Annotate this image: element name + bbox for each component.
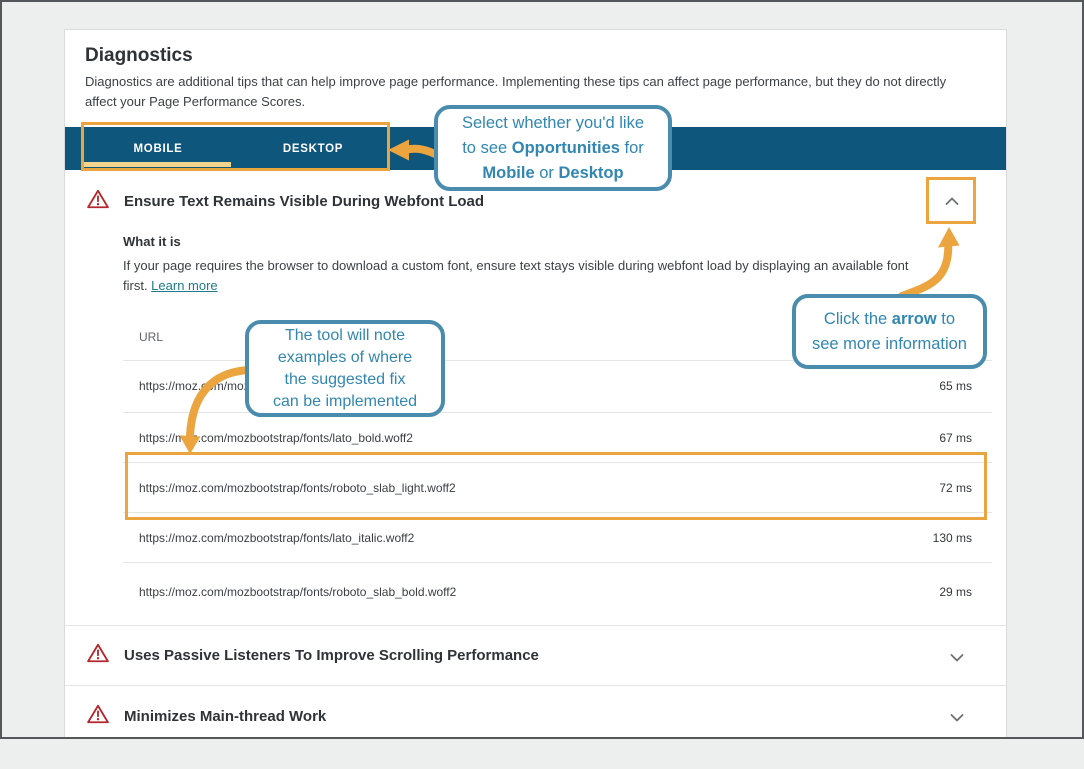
table-header-divider <box>123 360 992 361</box>
tab-mobile-label: MOBILE <box>133 142 183 155</box>
row-url: https://moz.com/moz <box>139 379 250 393</box>
callout-tool-examples: The tool will note examples of where the… <box>245 320 445 417</box>
callout-line: can be implemented <box>272 392 418 410</box>
table-row-highlighted: https://moz.com/mozbootstrap/fonts/robot… <box>123 463 992 513</box>
section-passive-listeners[interactable]: Uses Passive Listeners To Improve Scroll… <box>65 625 1006 685</box>
table-row: https://moz.com/mozbootstrap/fonts/lato_… <box>123 513 992 563</box>
row-time: 29 ms <box>939 585 972 599</box>
callout-line: the suggested fix <box>284 370 406 388</box>
section-main-thread-work[interactable]: Minimizes Main-thread Work <box>65 685 1006 769</box>
callout-line: to <box>936 309 956 328</box>
highlight-box-table-row <box>125 452 987 520</box>
callout-line: The tool will note <box>284 326 406 344</box>
callout-line: to see <box>462 138 512 157</box>
warning-icon <box>87 189 109 214</box>
row-time: 65 ms <box>939 379 972 393</box>
callout-click-arrow: Click the arrow to see more information <box>792 294 987 369</box>
active-tab-indicator <box>83 162 231 167</box>
what-it-is-line1: If your page requires the browser to dow… <box>123 258 909 273</box>
callout-line: Select whether you'd like <box>462 113 644 132</box>
callout-line: or <box>534 163 559 182</box>
page-root: { "card": { "title": "Diagnostics", "des… <box>0 0 1084 739</box>
callout-line: see more information <box>812 334 967 353</box>
chevron-down-icon[interactable] <box>948 650 966 664</box>
highlight-box-tabs <box>81 122 390 171</box>
learn-more-link[interactable]: Learn more <box>151 278 218 293</box>
section-title: Minimizes Main-thread Work <box>124 708 327 725</box>
section-title: Ensure Text Remains Visible During Webfo… <box>124 192 485 210</box>
page-description: Diagnostics are additional tips that can… <box>85 74 947 109</box>
warning-icon <box>87 704 109 729</box>
chevron-down-icon[interactable] <box>948 710 966 724</box>
what-it-is-heading: What it is <box>123 234 181 249</box>
row-url: https://moz.com/mozbootstrap/fonts/lato_… <box>139 530 415 545</box>
page-title: Diagnostics <box>85 45 193 66</box>
tab-mobile[interactable]: MOBILE <box>83 127 233 170</box>
callout-bold: Opportunities <box>511 138 620 157</box>
what-it-is-line2: first. <box>123 278 152 293</box>
tab-desktop[interactable]: DESKTOP <box>233 127 393 170</box>
callout-bold: Desktop <box>558 163 624 182</box>
warning-icon <box>87 643 109 668</box>
what-it-is-text: If your page requires the browser to dow… <box>123 256 1028 296</box>
callout-bold: Mobile <box>482 163 535 182</box>
row-url: https://moz.com/mozbootstrap/fonts/robot… <box>139 585 457 599</box>
callout-line: Click the <box>823 309 892 328</box>
collapse-section-button[interactable] <box>927 178 977 225</box>
row-time: 67 ms <box>939 430 972 445</box>
row-time: 130 ms <box>932 530 972 545</box>
tab-desktop-label: DESKTOP <box>282 142 344 155</box>
table-row: https://moz.com/mozbootstrap/fonts/robot… <box>123 563 992 621</box>
section-webfont-load[interactable]: Ensure Text Remains Visible During Webfo… <box>65 185 1006 217</box>
highlight-box-chevron <box>926 177 976 224</box>
callout-line: examples of where <box>277 348 413 366</box>
callout-select-device: Select whether you'd like to see Opportu… <box>434 105 672 191</box>
row-url: https://moz.com/mozbootstrap/fonts/robot… <box>139 480 456 495</box>
row-time: 72 ms <box>939 480 972 495</box>
row-url: https://moz.com/mozbootstrap/fonts/lato_… <box>139 430 413 445</box>
callout-bold: arrow <box>891 309 937 328</box>
chevron-up-icon <box>945 194 959 209</box>
callout-line: for <box>619 138 644 157</box>
section-title: Uses Passive Listeners To Improve Scroll… <box>124 647 539 664</box>
table-column-header-url: URL <box>139 330 164 344</box>
